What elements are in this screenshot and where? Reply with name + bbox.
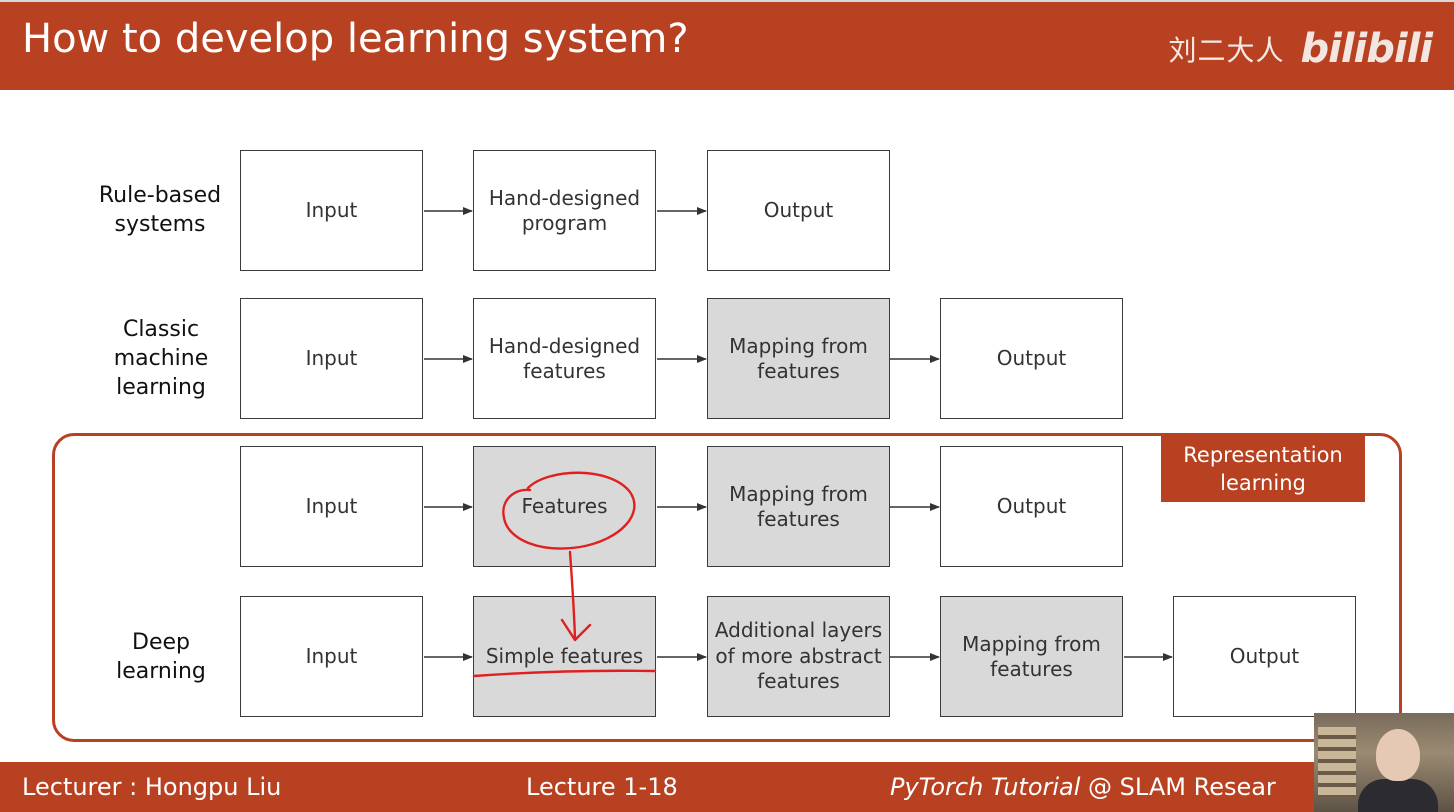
- classic-mapping-box: Mapping from features: [707, 298, 890, 419]
- classic-features-box: Hand-designed features: [473, 298, 656, 419]
- footer-course: PyTorch Tutorial @ SLAM Resear: [890, 773, 1276, 801]
- repr-mapping-box: Mapping from features: [707, 446, 890, 567]
- deep-output-box: Output: [1173, 596, 1356, 717]
- webcam-person-body: [1358, 779, 1438, 812]
- annotation-down-arrow: [568, 550, 577, 640]
- annotation-arrowhead: [560, 618, 592, 642]
- footer-lecture-number: Lecture 1-18: [526, 773, 678, 801]
- webcam-overlay: [1314, 713, 1454, 812]
- footer-course-org: @ SLAM Resear: [1080, 773, 1276, 801]
- slide-header: How to develop learning system? 刘二大人 bil…: [0, 0, 1454, 90]
- annotation-underline: [472, 669, 657, 678]
- footer-course-title: PyTorch Tutorial: [890, 773, 1081, 801]
- brand-watermark: 刘二大人 bilibili: [1168, 26, 1433, 72]
- classic-input-box: Input: [240, 298, 423, 419]
- representation-learning-label: Representation learning: [1161, 436, 1365, 502]
- rule-program-box: Hand-designed program: [473, 150, 656, 271]
- rule-input-box: Input: [240, 150, 423, 271]
- deep-abstract-layers-box: Additional layers of more abstract featu…: [707, 596, 890, 717]
- representation-learning-region: [52, 433, 1402, 742]
- repr-output-box: Output: [940, 446, 1123, 567]
- slide-footer: Lecturer : Hongpu Liu Lecture 1-18 PyTor…: [0, 762, 1454, 812]
- bilibili-logo-icon: bilibili: [1300, 26, 1433, 72]
- row-label-classic-ml: Classic machine learning: [113, 317, 209, 400]
- row-label-deep-learning: Deep learning: [116, 630, 206, 684]
- deep-mapping-box: Mapping from features: [940, 596, 1123, 717]
- webcam-bookshelf: [1318, 727, 1356, 797]
- annotation-circle: [502, 471, 636, 550]
- author-watermark: 刘二大人: [1168, 34, 1285, 67]
- footer-lecturer: Lecturer : Hongpu Liu: [22, 773, 282, 801]
- rule-output-box: Output: [707, 150, 890, 271]
- webcam-person-head: [1376, 729, 1420, 781]
- slide-title: How to develop learning system?: [22, 16, 689, 62]
- deep-simple-features-box: Simple features: [473, 596, 656, 717]
- deep-input-box: Input: [240, 596, 423, 717]
- repr-input-box: Input: [240, 446, 423, 567]
- row-label-rule-based: Rule-based systems: [98, 183, 222, 237]
- classic-output-box: Output: [940, 298, 1123, 419]
